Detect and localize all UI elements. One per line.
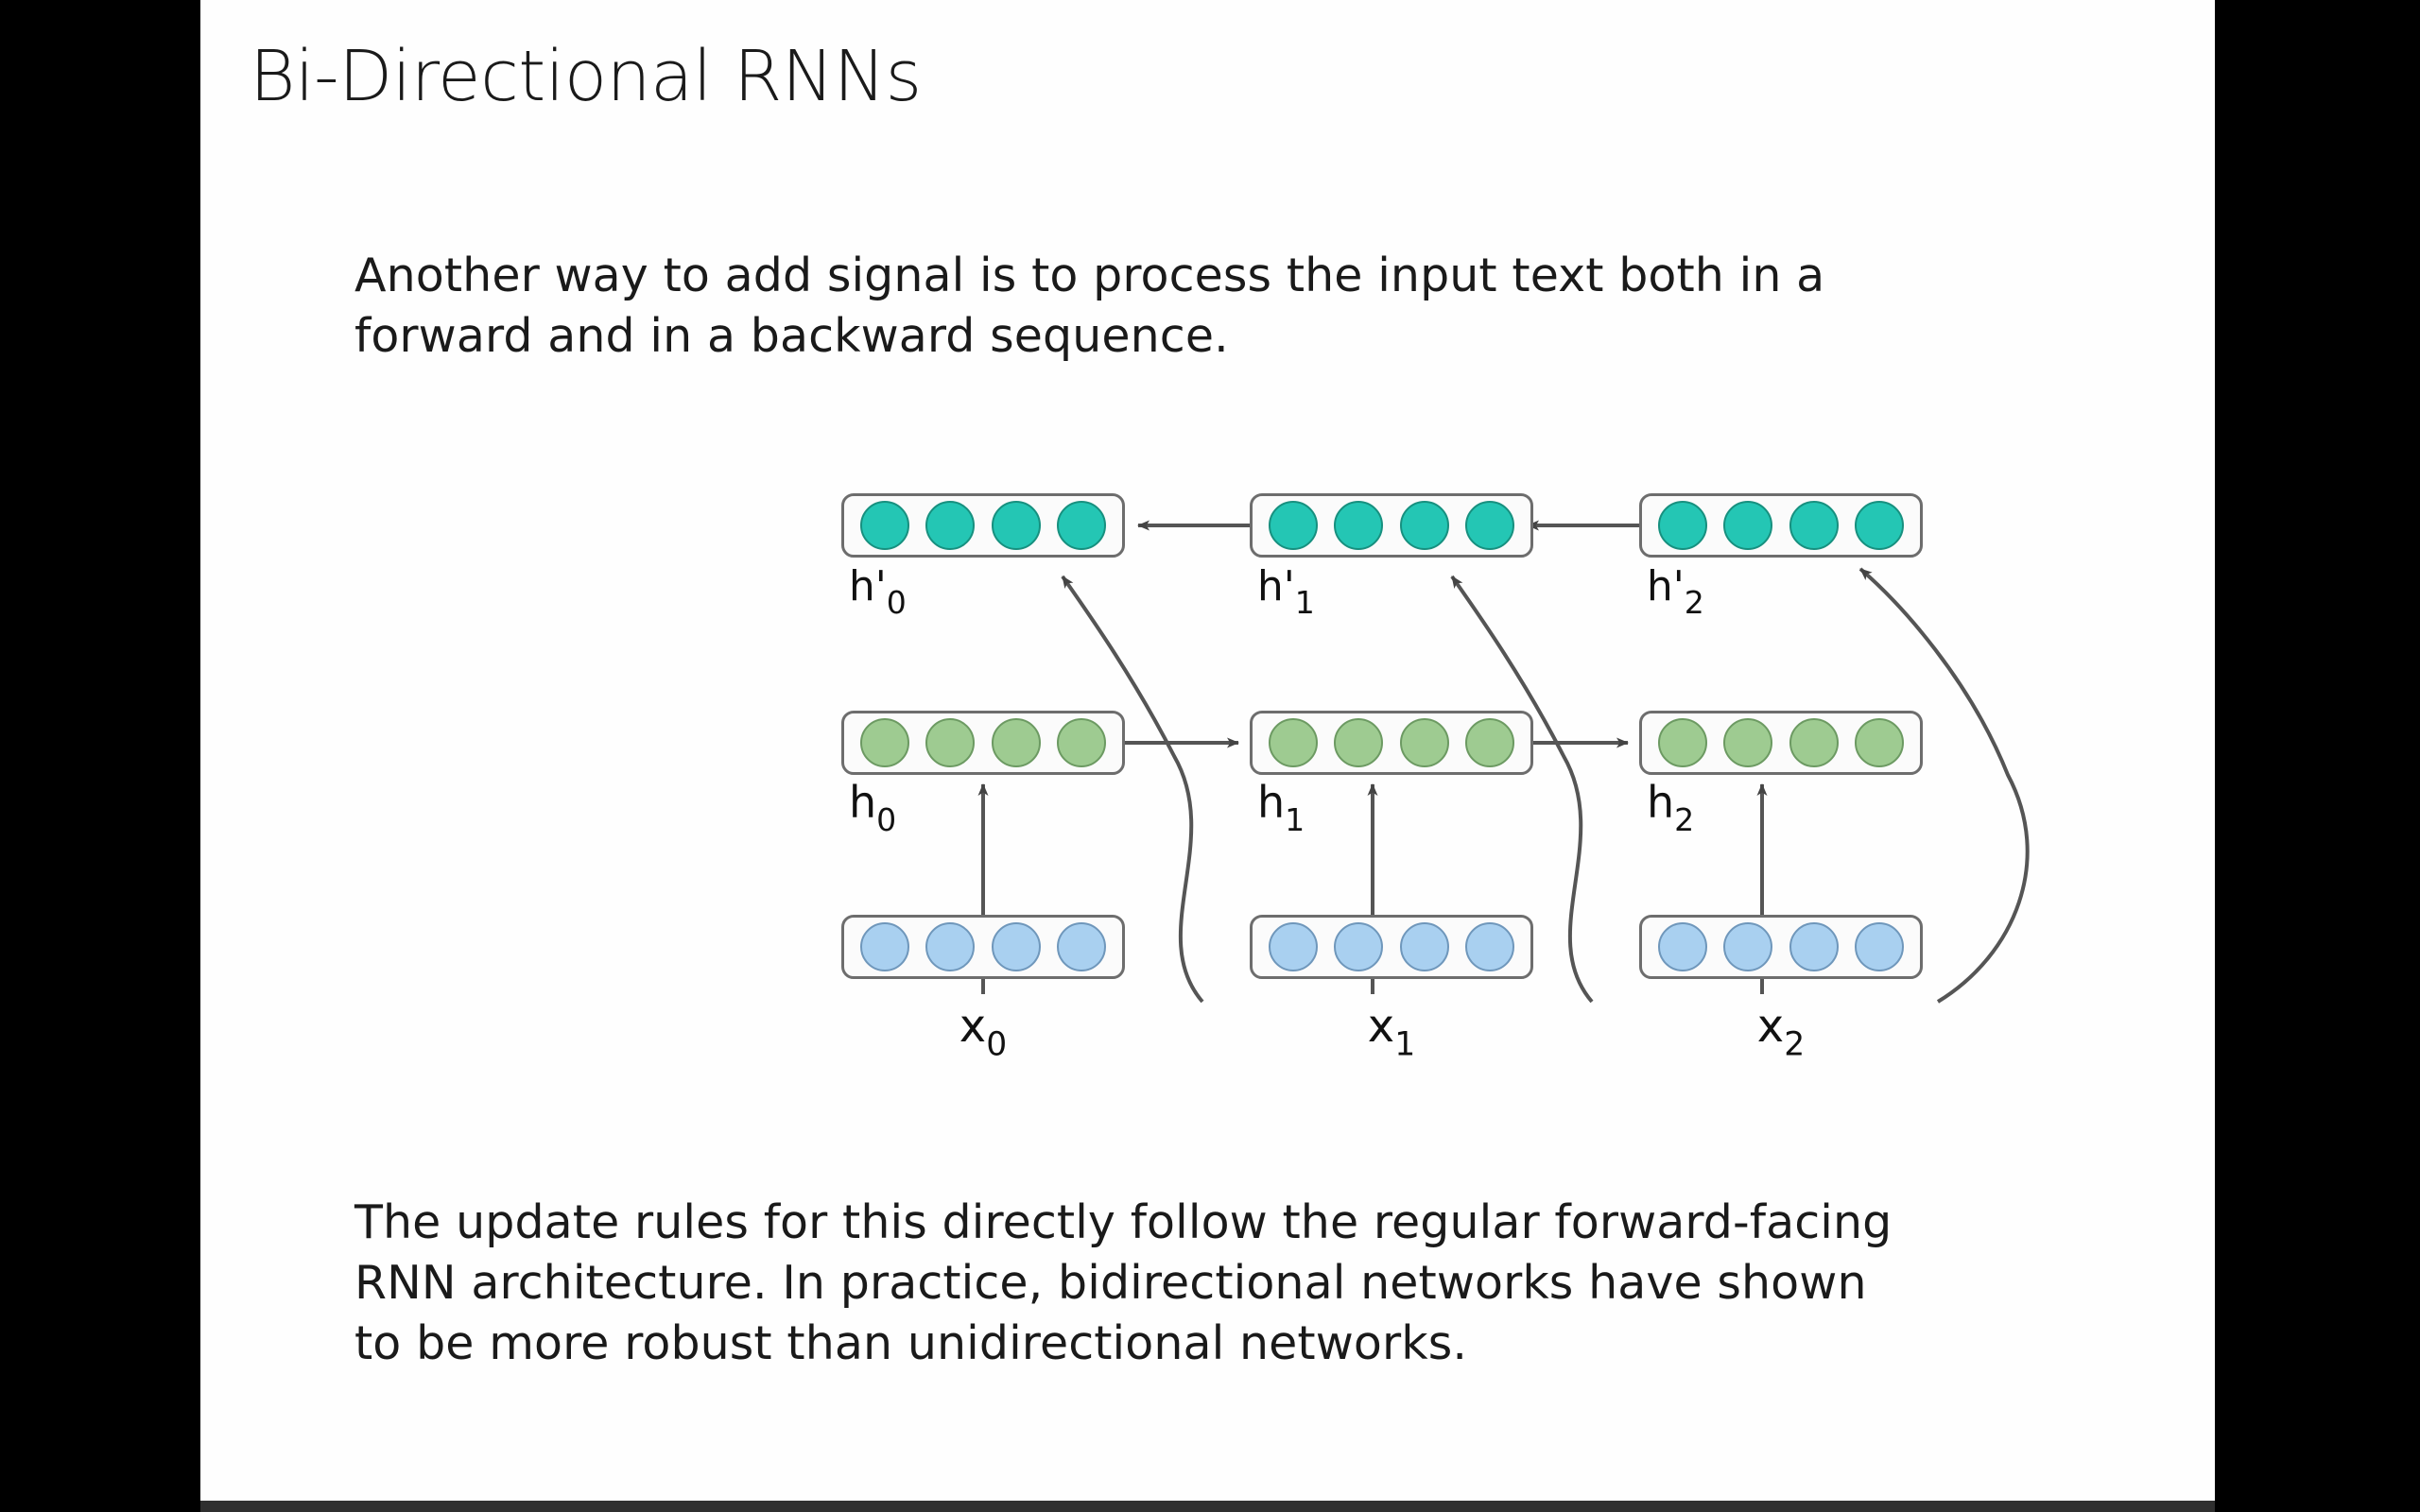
label-base: h xyxy=(1647,777,1675,828)
unit-dot xyxy=(1268,922,1318,971)
unit-dot xyxy=(991,718,1041,767)
node-box-h2[interactable] xyxy=(1639,711,1923,775)
unit-dot xyxy=(1855,922,1905,971)
label-sub: 2 xyxy=(1684,583,1704,621)
label-hprime0: h'0 xyxy=(849,563,907,618)
unit-dot xyxy=(1657,718,1707,767)
label-sub: 1 xyxy=(1285,800,1305,838)
unit-dot xyxy=(1399,922,1449,971)
unit-dot xyxy=(1057,718,1107,767)
label-sub: 0 xyxy=(886,583,907,621)
node-box-hprime0[interactable] xyxy=(841,493,1125,558)
label-sub: 2 xyxy=(1784,1025,1806,1064)
unit-dot xyxy=(1399,501,1449,550)
unit-dot xyxy=(1723,922,1773,971)
unit-dot xyxy=(1399,718,1449,767)
label-base: x xyxy=(1367,1000,1395,1053)
unit-dot xyxy=(859,718,909,767)
unit-dot xyxy=(1057,501,1107,550)
unit-dot xyxy=(1723,718,1773,767)
edge-x2-to-hprime1 xyxy=(1450,575,1594,1004)
slide-canvas: Bi-Directional RNNs Another way to add s… xyxy=(200,0,2215,1501)
label-prime: ' xyxy=(1283,562,1295,610)
label-base: h xyxy=(849,777,877,828)
label-hprime2: h'2 xyxy=(1647,563,1704,618)
label-prime: ' xyxy=(1672,562,1685,610)
unit-dot xyxy=(925,718,976,767)
page-title: Bi-Directional RNNs xyxy=(250,36,922,117)
unit-dot xyxy=(1334,501,1384,550)
unit-dot xyxy=(1657,501,1707,550)
unit-dot xyxy=(1057,922,1107,971)
unit-dot xyxy=(925,501,976,550)
unit-dot xyxy=(1723,501,1773,550)
label-h1: h1 xyxy=(1257,781,1305,835)
label-base: x xyxy=(959,1000,987,1053)
label-base: h xyxy=(1647,562,1673,610)
label-h2: h2 xyxy=(1647,781,1694,835)
label-sub: 2 xyxy=(1674,800,1695,838)
label-sub: 1 xyxy=(1394,1025,1416,1064)
label-sub: 0 xyxy=(876,800,897,838)
edge-x2-to-hprime2 xyxy=(1858,567,2030,1004)
unit-dot xyxy=(1465,501,1515,550)
unit-dot xyxy=(1334,718,1384,767)
unit-dot xyxy=(991,922,1041,971)
unit-dot xyxy=(1855,718,1905,767)
label-base: x xyxy=(1756,1000,1785,1053)
node-box-x2[interactable] xyxy=(1639,915,1923,979)
node-box-x0[interactable] xyxy=(841,915,1125,979)
outro-line-2: RNN architecture. In practice, bidirecti… xyxy=(354,1256,1867,1311)
unit-dot xyxy=(1268,501,1318,550)
label-h0: h0 xyxy=(849,781,896,835)
label-hprime1: h'1 xyxy=(1257,563,1315,618)
label-x0: x0 xyxy=(841,1004,1125,1061)
unit-dot xyxy=(1855,501,1905,550)
label-x2: x2 xyxy=(1639,1004,1923,1061)
unit-dot xyxy=(1789,501,1839,550)
edge-x1-to-hprime0 xyxy=(1061,575,1204,1004)
outro-line-3: to be more robust than unidirectional ne… xyxy=(354,1316,1468,1371)
label-prime: ' xyxy=(874,562,887,610)
intro-paragraph: Another way to add signal is to process … xyxy=(354,246,2018,367)
node-box-hprime1[interactable] xyxy=(1250,493,1533,558)
unit-dot xyxy=(1268,718,1318,767)
node-box-x1[interactable] xyxy=(1250,915,1533,979)
outro-line-1: The update rules for this directly follo… xyxy=(354,1195,1893,1249)
label-base: h xyxy=(1257,562,1284,610)
label-sub: 1 xyxy=(1294,583,1315,621)
bidirectional-rnn-diagram: h'0 h'1 h'2 xyxy=(200,444,2215,1125)
label-sub: 0 xyxy=(986,1025,1008,1064)
unit-dot xyxy=(1657,922,1707,971)
slide-bottom-rule xyxy=(200,1501,2215,1512)
label-base: h xyxy=(849,562,875,610)
unit-dot xyxy=(1465,718,1515,767)
node-box-hprime2[interactable] xyxy=(1639,493,1923,558)
outro-paragraph: The update rules for this directly follo… xyxy=(354,1193,2066,1375)
node-box-h0[interactable] xyxy=(841,711,1125,775)
intro-line-2: forward and in a backward sequence. xyxy=(354,309,1229,364)
unit-dot xyxy=(1334,922,1384,971)
unit-dot xyxy=(1789,718,1839,767)
unit-dot xyxy=(1789,922,1839,971)
unit-dot xyxy=(991,501,1041,550)
intro-line-1: Another way to add signal is to process … xyxy=(354,249,1825,302)
node-box-h1[interactable] xyxy=(1250,711,1533,775)
unit-dot xyxy=(859,922,909,971)
unit-dot xyxy=(1465,922,1515,971)
label-base: h xyxy=(1257,777,1286,828)
unit-dot xyxy=(925,922,976,971)
unit-dot xyxy=(859,501,909,550)
label-x1: x1 xyxy=(1250,1004,1533,1061)
